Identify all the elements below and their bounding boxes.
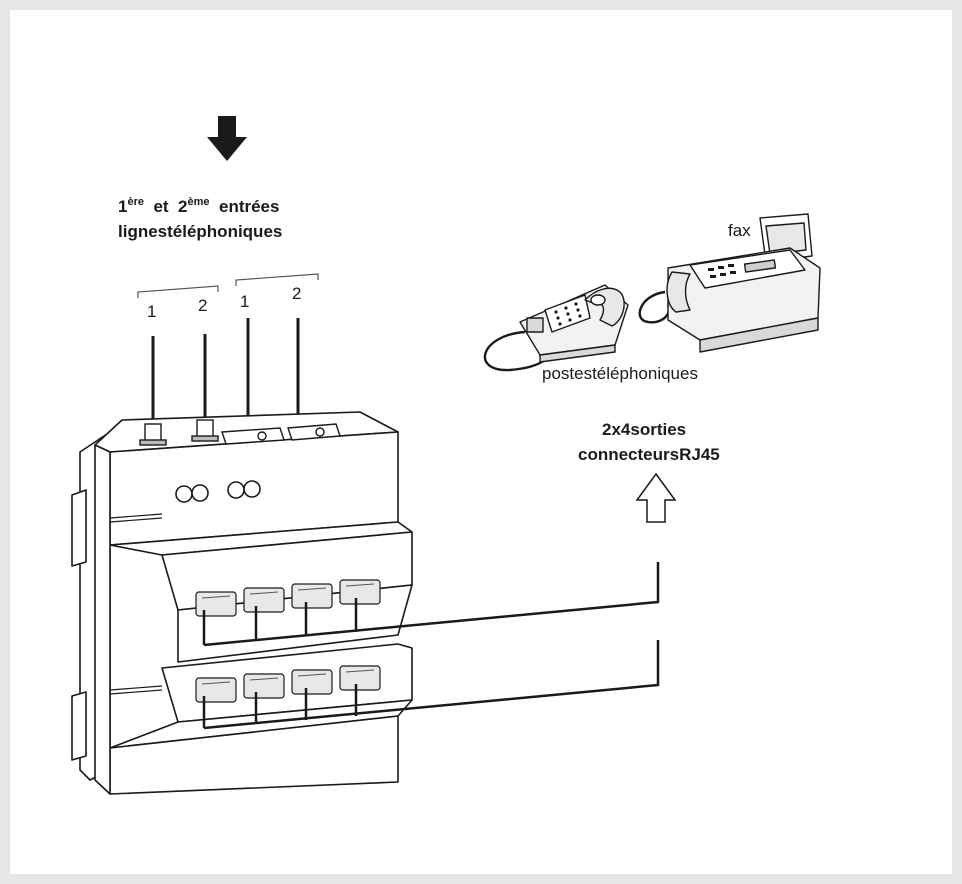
output-wires-upper bbox=[202, 562, 660, 647]
line2-ordinal: ème bbox=[187, 196, 210, 208]
terminal-label-1a: 1 bbox=[147, 302, 157, 321]
phones-label: postestéléphoniques bbox=[542, 364, 698, 383]
telephone-icon bbox=[483, 284, 629, 372]
outputs-subtitle: connecteursRJ45 bbox=[578, 445, 720, 464]
output-wires-lower bbox=[202, 640, 660, 730]
top-terminals bbox=[139, 419, 341, 446]
entrees-word: entrées bbox=[218, 197, 280, 216]
arrow-down-filled-icon bbox=[207, 116, 247, 161]
input-lines-title: 1ère et 2ème entrées bbox=[118, 196, 279, 217]
terminal-label-2b: 2 bbox=[292, 284, 302, 303]
side-slots bbox=[109, 513, 163, 695]
line2-number: 2 bbox=[178, 197, 188, 216]
indicator-leds bbox=[175, 480, 261, 503]
fax-icon bbox=[638, 213, 821, 353]
fax-label: fax bbox=[728, 221, 751, 240]
outputs-title: 2x4sorties bbox=[602, 420, 687, 439]
terminal-label-1b: 1 bbox=[240, 292, 250, 311]
input-lines-subtitle: lignestéléphoniques bbox=[118, 222, 283, 241]
line1-ordinal: ère bbox=[127, 196, 144, 208]
terminal-label-2a: 2 bbox=[198, 296, 208, 315]
socket-pins bbox=[201, 583, 375, 685]
bracket-line-group-1 bbox=[137, 285, 219, 298]
and-word: et bbox=[153, 197, 169, 216]
arrow-up-outline-icon bbox=[635, 472, 677, 523]
line1-number: 1 bbox=[118, 197, 128, 216]
bracket-line-group-2 bbox=[235, 273, 319, 286]
